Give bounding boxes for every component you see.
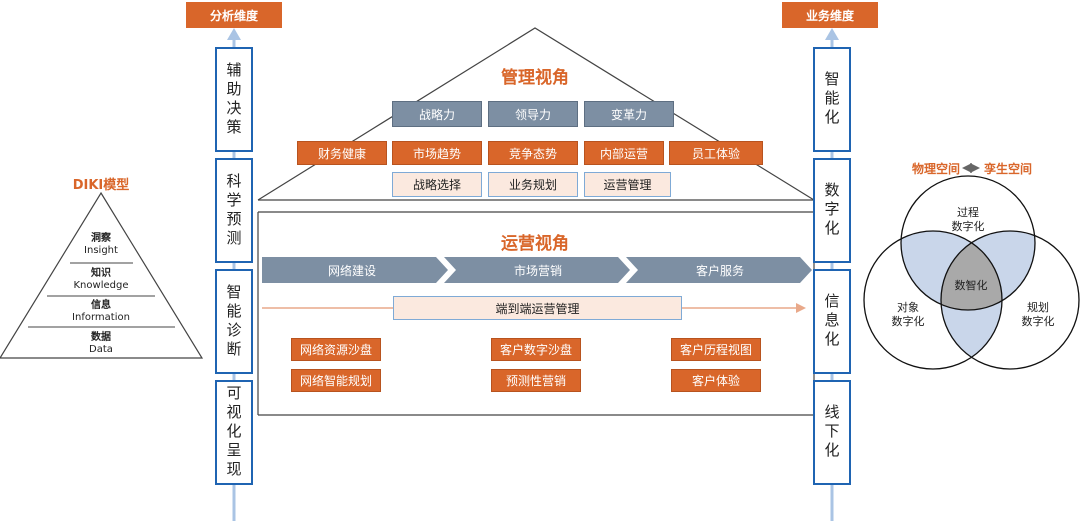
mgmt-employee-experience: 员工体验	[669, 141, 763, 165]
end-to-end-operations: 端到端运营管理	[393, 296, 682, 320]
flow-marketing: 市场营销	[513, 263, 562, 278]
management-title: 管理视角	[501, 68, 569, 88]
ops-predictive-marketing: 预测性营销	[491, 369, 581, 392]
venn-process-digital: 过程 数字化	[951, 206, 985, 233]
left-box-visualization: 可视化呈现	[215, 380, 253, 485]
left-box-decision: 辅助决策	[215, 47, 253, 152]
ops-network-planning: 网络智能规划	[291, 369, 381, 392]
right-box-intelligent: 智能化	[813, 47, 851, 152]
mgmt-change-power: 变革力	[584, 101, 674, 127]
flow-network-build: 网络建设	[327, 263, 376, 278]
analysis-dimension-header: 分析维度	[186, 2, 282, 28]
venn-twin-space: 孪生空间	[984, 162, 1033, 176]
mgmt-strategy-choice: 战略选择	[392, 172, 482, 197]
right-box-digital: 数字化	[813, 158, 851, 263]
operations-title: 运营视角	[501, 234, 569, 254]
mgmt-market-trend: 市场趋势	[392, 141, 482, 165]
left-box-prediction: 科学预测	[215, 158, 253, 263]
venn-physical-space: 物理空间	[911, 162, 960, 176]
mgmt-business-planning: 业务规划	[488, 172, 578, 197]
ops-network-sandbox: 网络资源沙盘	[291, 338, 381, 361]
right-box-information: 信息化	[813, 269, 851, 374]
flow-customer-service: 客户服务	[695, 263, 744, 278]
mgmt-financial-health: 财务健康	[297, 141, 387, 165]
mgmt-internal-ops: 内部运营	[584, 141, 664, 165]
right-box-offline: 线下化	[813, 380, 851, 485]
venn-object-digital: 对象 数字化	[891, 301, 925, 328]
ops-customer-sandbox: 客户数字沙盘	[491, 338, 581, 361]
diki-title: DIKI模型	[72, 178, 130, 193]
venn-intelligent-center: 数智化	[954, 279, 988, 292]
venn-planning-digital: 规划 数字化	[1021, 301, 1055, 328]
mgmt-strategy-power: 战略力	[392, 101, 482, 127]
ops-customer-experience: 客户体验	[671, 369, 761, 392]
mgmt-leadership: 领导力	[488, 101, 578, 127]
business-dimension-header: 业务维度	[782, 2, 878, 28]
left-box-diagnosis: 智能诊断	[215, 269, 253, 374]
mgmt-competition: 竞争态势	[488, 141, 578, 165]
mgmt-operations-management: 运营管理	[584, 172, 671, 197]
ops-customer-journey: 客户历程视图	[671, 338, 761, 361]
